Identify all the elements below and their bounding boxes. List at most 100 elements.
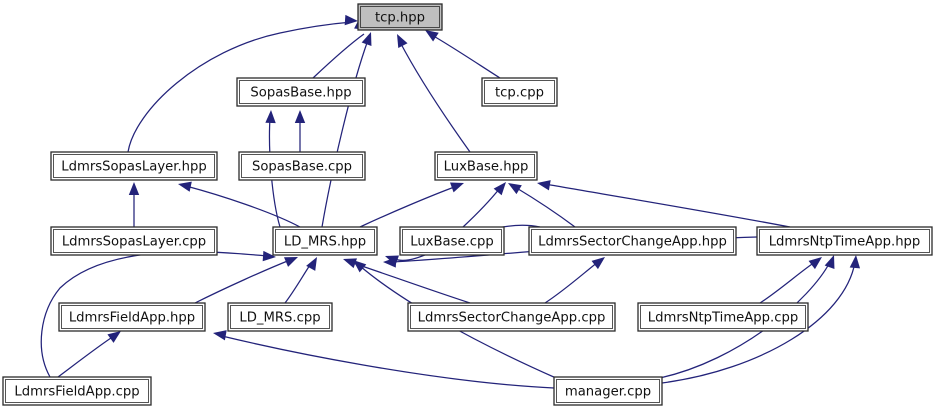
graph-node-tcp-cpp[interactable]: tcp.cpp xyxy=(481,77,558,107)
node-label: LdmrsFieldApp.cpp xyxy=(14,385,139,400)
edge-line xyxy=(759,261,816,304)
arrow-head-icon xyxy=(353,260,367,273)
edge-ld_mrs_cpp-to-ld_mrs_hpp xyxy=(284,257,317,304)
node-label: LdmrsSectorChangeApp.hpp xyxy=(538,235,727,250)
graph-node-ldmrsntptimeapp-hpp[interactable]: LdmrsNtpTimeApp.hpp xyxy=(756,226,933,256)
node-box[interactable] xyxy=(434,151,538,181)
edge-sopasbase_cpp-to-sopasbase_hpp xyxy=(294,110,306,152)
graph-node-luxbase-hpp[interactable]: LuxBase.hpp xyxy=(434,151,538,181)
node-box-inner xyxy=(53,154,215,178)
node-box[interactable] xyxy=(236,77,366,107)
edge-luxbase_hpp-to-tcp_hpp xyxy=(397,34,471,153)
node-box-inner xyxy=(402,229,502,253)
arrow-head-icon xyxy=(178,181,192,192)
edge-ldmrssectorchangeapp_cpp-to-ldmrssectorchangeapp_hpp xyxy=(544,257,605,304)
edge-tcp_cpp-to-tcp_hpp xyxy=(425,30,501,79)
node-box-inner xyxy=(241,154,363,178)
arrow-head-icon xyxy=(537,180,551,191)
edge-ld_mrs_hpp-to-tcp_hpp xyxy=(321,32,372,228)
graph-node-ld-mrs-hpp[interactable]: LD_MRS.hpp xyxy=(272,226,378,256)
edge-line xyxy=(544,261,599,304)
node-box-inner xyxy=(640,305,806,329)
edge-line xyxy=(194,259,291,304)
edge-ld_mrs_hpp-to-ldmrssopaslayer_hpp xyxy=(178,181,301,228)
node-box[interactable] xyxy=(357,3,443,31)
edge-line xyxy=(221,335,555,389)
edge-ldmrsfieldapp_hpp-to-ld_mrs_hpp xyxy=(194,257,298,304)
edge-manager_cpp-to-ldmrsntptimeapp_hpp xyxy=(661,255,861,384)
node-box-inner xyxy=(53,229,215,253)
arrow-head-icon xyxy=(306,257,317,271)
node-box[interactable] xyxy=(238,151,366,181)
graph-node-manager-cpp[interactable]: manager.cpp xyxy=(553,376,663,406)
graph-node-ldmrsntptimeapp-cpp[interactable]: LdmrsNtpTimeApp.cpp xyxy=(637,302,809,332)
node-box[interactable] xyxy=(272,226,378,256)
edge-luxbase_cpp-to-luxbase_hpp xyxy=(462,182,506,228)
graph-node-ldmrssopaslayer-hpp[interactable]: LdmrsSopasLayer.hpp xyxy=(50,151,218,181)
edge-manager_cpp-to-ldmrsfieldapp_hpp xyxy=(213,330,555,389)
node-label: tcp.cpp xyxy=(495,86,544,101)
graph-node-ldmrssectorchangeapp-cpp[interactable]: LdmrsSectorChangeApp.cpp xyxy=(407,302,616,332)
edge-ldmrsntptimeapp_cpp-to-ldmrsntptimeapp_hpp xyxy=(759,257,822,304)
node-label: LdmrsSopasLayer.cpp xyxy=(62,235,206,250)
node-box-inner xyxy=(5,379,149,403)
edge-ld_mrs_hpp-to-luxbase_hpp xyxy=(359,182,464,228)
graph-node-ldmrsfieldapp-cpp[interactable]: LdmrsFieldApp.cpp xyxy=(2,376,152,406)
arrow-head-icon xyxy=(361,32,372,46)
arrow-head-icon xyxy=(849,255,861,269)
node-box-inner xyxy=(230,305,330,329)
arrow-head-icon xyxy=(284,257,298,267)
arrow-head-icon xyxy=(344,14,358,26)
node-box-inner xyxy=(531,229,734,253)
edge-line xyxy=(40,251,269,378)
graph-node-sopasbase-hpp[interactable]: SopasBase.hpp xyxy=(236,77,366,107)
graph-node-ldmrsfieldapp-hpp[interactable]: LdmrsFieldApp.hpp xyxy=(58,302,206,332)
node-box-inner xyxy=(437,154,535,178)
node-label: LdmrsFieldApp.hpp xyxy=(69,311,195,326)
arrow-head-icon xyxy=(383,257,397,268)
node-box[interactable] xyxy=(528,226,737,256)
node-label: SopasBase.hpp xyxy=(250,86,351,101)
node-label: LdmrsNtpTimeApp.hpp xyxy=(769,235,921,250)
node-box[interactable] xyxy=(2,376,152,406)
node-box-inner xyxy=(759,229,930,253)
node-box[interactable] xyxy=(553,376,663,406)
edge-line xyxy=(399,41,471,153)
edge-line xyxy=(359,185,458,228)
arrow-head-icon xyxy=(397,34,408,48)
node-box[interactable] xyxy=(637,302,809,332)
node-box[interactable] xyxy=(407,302,616,332)
graph-node-ldmrssopaslayer-cpp[interactable]: LdmrsSopasLayer.cpp xyxy=(50,226,218,256)
edge-ldmrssopaslayer_cpp-to-ldmrssopaslayer_hpp xyxy=(128,182,140,227)
node-box[interactable] xyxy=(481,77,558,107)
edge-ldmrsfieldapp_cpp-to-ldmrsfieldapp_hpp xyxy=(57,331,121,378)
node-box[interactable] xyxy=(58,302,206,332)
arrow-head-icon xyxy=(493,182,506,196)
node-box[interactable] xyxy=(50,226,218,256)
edge-line xyxy=(127,21,353,153)
node-box-inner xyxy=(410,305,613,329)
arrow-head-icon xyxy=(213,330,227,341)
node-label: LdmrsSopasLayer.hpp xyxy=(61,160,206,175)
edge-line xyxy=(321,39,369,228)
node-box-inner xyxy=(556,379,660,403)
graph-node-luxbase-cpp[interactable]: LuxBase.cpp xyxy=(399,226,505,256)
arrow-head-icon xyxy=(107,331,121,343)
node-label: LdmrsSectorChangeApp.cpp xyxy=(418,311,606,326)
node-box[interactable] xyxy=(227,302,333,332)
edge-line xyxy=(185,185,301,228)
node-box-inner xyxy=(61,305,203,329)
node-label: LuxBase.cpp xyxy=(410,235,494,250)
graph-node-ld-mrs-cpp[interactable]: LD_MRS.cpp xyxy=(227,302,333,332)
graph-node-tcp-hpp[interactable]: tcp.hpp xyxy=(357,3,443,31)
graph-node-sopasbase-cpp[interactable]: SopasBase.cpp xyxy=(238,151,366,181)
graph-node-ldmrssectorchangeapp-hpp[interactable]: LdmrsSectorChangeApp.hpp xyxy=(528,226,737,256)
node-box-inner xyxy=(360,6,440,28)
arrow-head-icon xyxy=(824,255,835,269)
node-box[interactable] xyxy=(50,151,218,181)
node-box[interactable] xyxy=(756,226,933,256)
node-box[interactable] xyxy=(399,226,505,256)
